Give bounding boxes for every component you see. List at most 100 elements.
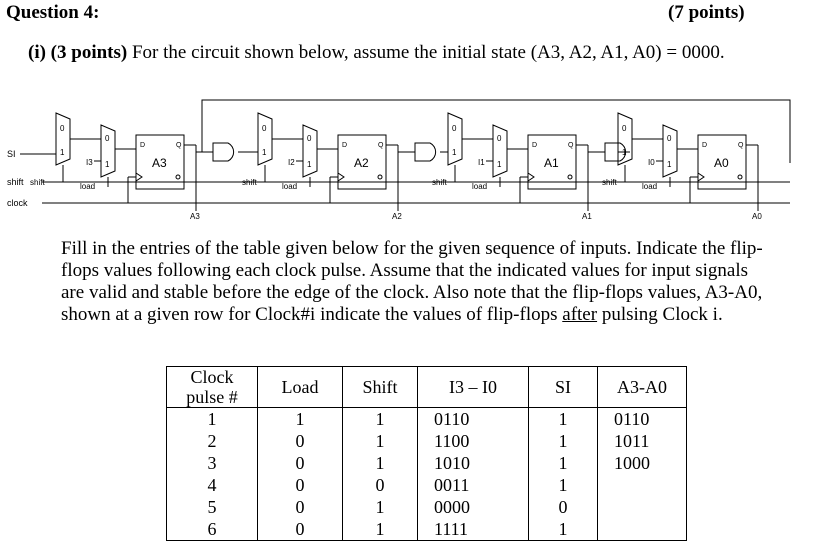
flip-flop-box — [337, 134, 387, 190]
table-cell: 1 — [342, 430, 418, 452]
stage-load-label: load — [80, 182, 95, 191]
table-cell: 2 — [166, 430, 258, 452]
header-load: Load — [257, 366, 343, 408]
gate-icon — [604, 142, 627, 162]
mux-one-label: 1 — [497, 160, 502, 169]
flip-flop-box — [527, 134, 577, 190]
part-statement: (i) (3 points) For the circuit shown bel… — [28, 42, 725, 64]
table-cell: 1111 — [417, 518, 529, 541]
instructions-paragraph: Fill in the entries of the table given b… — [61, 238, 773, 326]
table-cell: 1 — [342, 407, 418, 430]
load-mux — [492, 124, 508, 178]
table-cell: 1 — [528, 518, 598, 541]
shift-mux — [55, 112, 71, 166]
mux-one-label: 1 — [667, 160, 672, 169]
header-si: SI — [528, 366, 598, 408]
part-label: (i) (3 points) — [28, 42, 128, 63]
table-cell: 0 — [342, 474, 418, 496]
table-cell: 3 — [166, 452, 258, 474]
header-shift: Shift — [342, 366, 418, 408]
table-cell: 1010 — [417, 452, 529, 474]
load-mux — [100, 124, 116, 178]
data-input-label: I1 — [478, 158, 485, 167]
table-cell: 0000 — [417, 496, 529, 518]
flip-flop-box — [135, 134, 185, 190]
stage-output-label: A1 — [582, 212, 592, 221]
load-mux — [302, 124, 318, 178]
mux-zero-label: 0 — [622, 124, 627, 133]
part-text: For the circuit shown below, assume the … — [131, 42, 725, 63]
table-cell: 6 — [166, 518, 258, 541]
table-cell — [597, 474, 687, 496]
mux-one-label: 1 — [622, 148, 627, 157]
mux-one-label: 1 — [262, 148, 267, 157]
table-cell: 0 — [257, 518, 343, 541]
table-cell: 5 — [166, 496, 258, 518]
mux-zero-label: 0 — [60, 124, 65, 133]
stage-load-label: load — [282, 182, 297, 191]
shift-mux — [617, 112, 633, 166]
ff-name-label: A3 — [152, 156, 167, 170]
table-cell: 1 — [528, 474, 598, 496]
instructions-text-2: pulsing Clock i. — [597, 304, 723, 325]
question-points: (7 points) — [668, 2, 745, 23]
gate-icon — [414, 142, 437, 162]
mux-zero-label: 0 — [262, 124, 267, 133]
ff-q-label: Q — [738, 142, 744, 149]
table-cell: 1 — [166, 407, 258, 430]
table-cell: 1 — [257, 407, 343, 430]
mux-zero-label: 0 — [497, 134, 502, 143]
header-clock-pulse: Clock pulse # — [166, 366, 258, 408]
stage-shift-label: shift — [242, 178, 257, 187]
si-input-label: SI — [7, 149, 16, 159]
flip-flop-box — [697, 134, 747, 190]
stage-shift-label: shift — [432, 178, 447, 187]
mux-zero-label: 0 — [667, 134, 672, 143]
mux-zero-label: 0 — [307, 134, 312, 143]
shift-mux — [447, 112, 463, 166]
table-cell: 0 — [257, 474, 343, 496]
ff-d-label: D — [532, 142, 537, 149]
shift-mux — [257, 112, 273, 166]
stage-output-label: A2 — [392, 212, 402, 221]
table-cell: 1 — [528, 407, 598, 430]
instructions-text-1: Fill in the entries of the table given b… — [61, 238, 763, 325]
ff-d-label: D — [342, 142, 347, 149]
mux-one-label: 1 — [60, 148, 65, 157]
table-cell: 4 — [166, 474, 258, 496]
data-input-label: I2 — [288, 158, 295, 167]
table-cell — [597, 496, 687, 518]
ff-q-label: Q — [378, 142, 384, 149]
ff-name-label: A1 — [544, 156, 559, 170]
gate-icon — [212, 142, 235, 162]
load-mux — [662, 124, 678, 178]
mux-zero-label: 0 — [105, 134, 110, 143]
stage-output-label: A3 — [190, 212, 200, 221]
ff-d-label: D — [140, 142, 145, 149]
stage-output-label: A0 — [752, 212, 762, 221]
table-cell: 1000 — [597, 452, 687, 474]
header-inputs: I3 – I0 — [417, 366, 529, 408]
mux-one-label: 1 — [307, 160, 312, 169]
clock-input-label: clock — [7, 198, 28, 208]
table-cell: 0011 — [417, 474, 529, 496]
data-input-label: I3 — [86, 158, 93, 167]
table-cell: 0 — [257, 452, 343, 474]
table-cell: 1 — [342, 452, 418, 474]
stage-shift-label: shift — [30, 178, 45, 187]
table-header-row: Clock pulse # Load Shift I3 – I0 SI A3-A… — [166, 366, 687, 408]
table-cell: 1 — [342, 496, 418, 518]
table-cell: 0 — [257, 496, 343, 518]
ff-q-label: Q — [568, 142, 574, 149]
header-clock-line1: Clock — [190, 367, 234, 387]
